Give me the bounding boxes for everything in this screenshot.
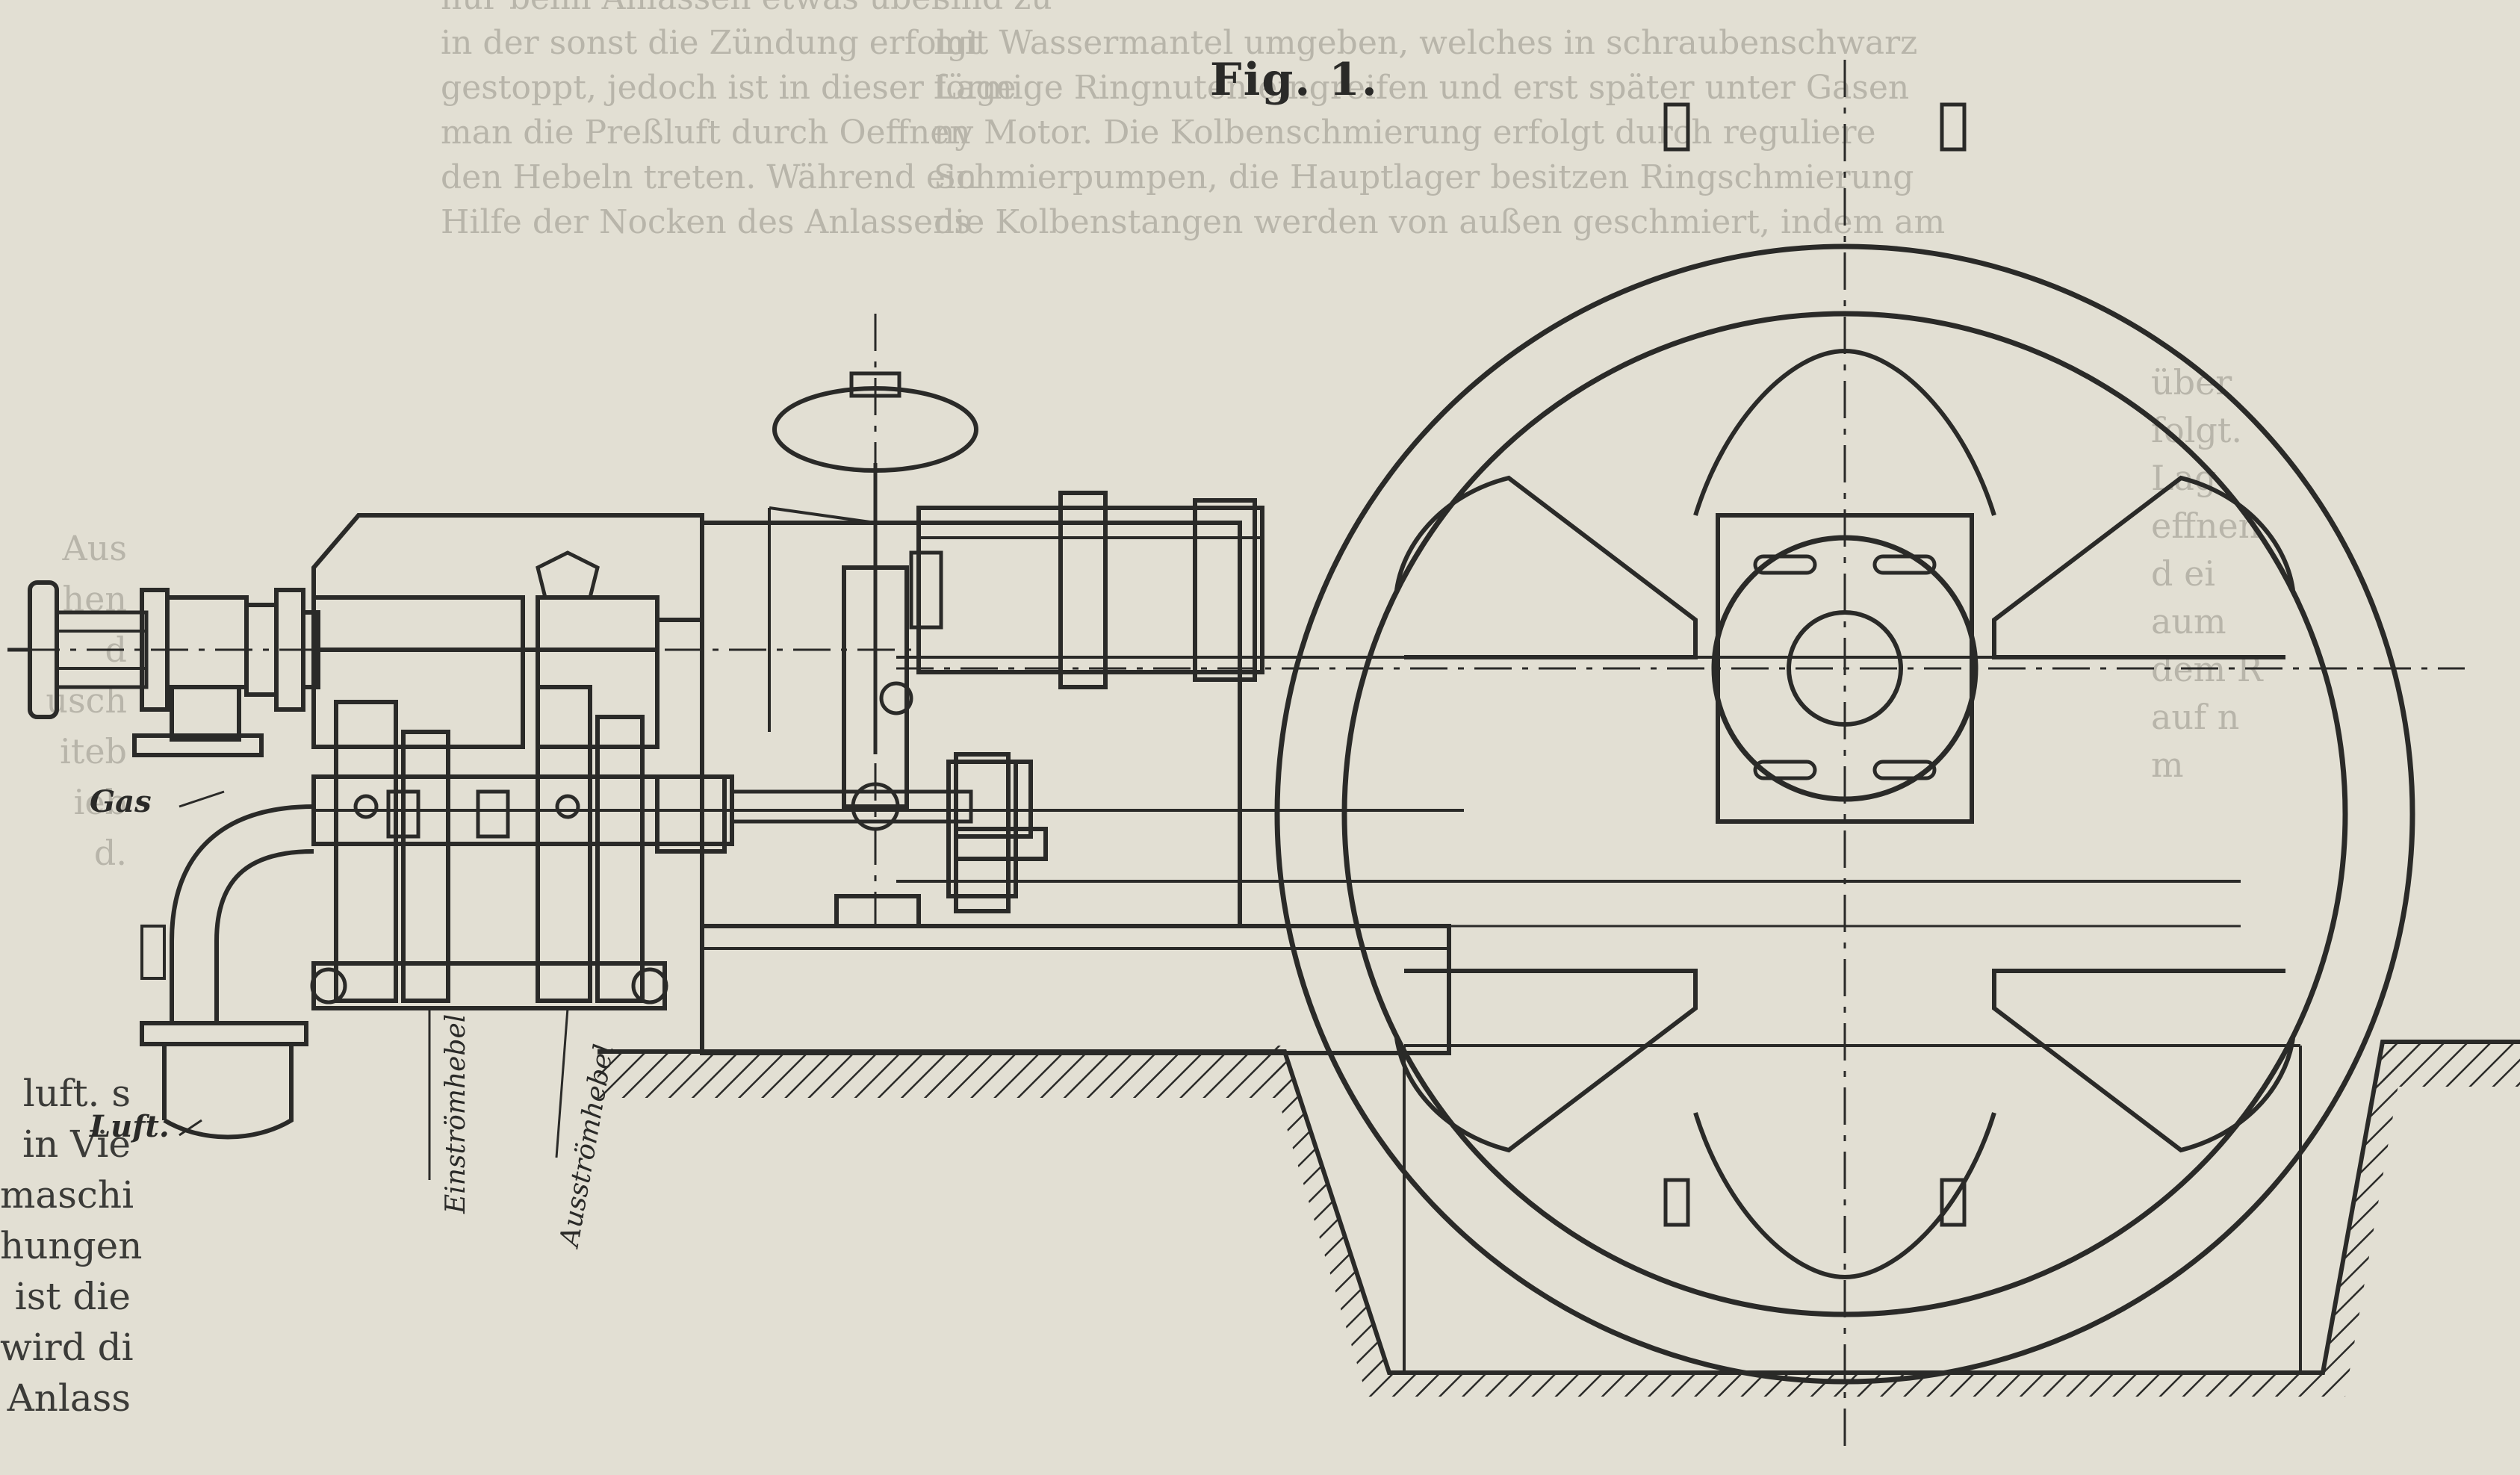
layshaft-bearing-right xyxy=(954,827,1048,861)
cylinder-housing xyxy=(916,491,1264,689)
governor-column xyxy=(842,565,909,809)
bleed-line: ist die xyxy=(14,1275,131,1318)
bleed-line: Aus xyxy=(62,528,127,568)
layshaft xyxy=(730,681,1048,913)
gear-pillar xyxy=(334,700,398,1003)
engine-bed xyxy=(700,521,2241,1055)
flywheel-spoke xyxy=(1693,1112,1996,1280)
hub-slot xyxy=(1753,554,1817,575)
rim-clamp xyxy=(1663,1178,1690,1227)
cylinder-flange-end xyxy=(1193,498,1257,682)
engine-head xyxy=(311,513,704,749)
label-einstroemhebel: Einströmhebel xyxy=(441,1013,471,1214)
cam-housing-small xyxy=(386,789,420,839)
governor-link xyxy=(769,506,876,524)
bed-base xyxy=(700,924,1451,1055)
label-luft: Luft. xyxy=(90,1109,170,1144)
cylinder-body xyxy=(916,506,1264,674)
foundation-hatch-bottom xyxy=(1262,1046,2405,1397)
rim-clamp xyxy=(1940,102,1967,152)
bleed-line: iteb xyxy=(60,731,127,771)
air-pipe xyxy=(140,804,314,1140)
bleed-line: in Vie xyxy=(22,1122,131,1166)
cam-housing xyxy=(655,774,727,854)
hub-slot xyxy=(1753,760,1817,780)
gas-inlet-assembly xyxy=(7,580,320,757)
bleed-line: aum xyxy=(2151,601,2226,642)
valve-cap xyxy=(536,550,600,600)
gear-pillar xyxy=(595,715,645,1003)
foundation-hatch-left xyxy=(598,1053,1285,1098)
bleed-line: auf n xyxy=(2151,697,2240,737)
bleed-line: Anlass xyxy=(7,1376,131,1420)
rocker-bolt xyxy=(631,967,668,1004)
flywheel-icon xyxy=(896,60,2465,1449)
head-top-outline xyxy=(311,513,704,652)
figure-caption: Fig. 1. xyxy=(1210,54,1379,106)
bleed-line: d ei xyxy=(2151,553,2216,594)
bleed-line: über xyxy=(2151,362,2232,403)
layshaft-bearing xyxy=(954,752,1011,913)
main-frame xyxy=(700,521,1242,928)
pedestal-bearing xyxy=(954,760,1033,839)
hub-slot xyxy=(1872,554,1937,575)
label-gas: Gas xyxy=(90,784,152,819)
cam-pin xyxy=(555,794,580,819)
valve-gear xyxy=(310,685,1464,1010)
air-lever xyxy=(140,925,166,980)
gas-flange-lower xyxy=(132,733,264,757)
air-pipe-outline xyxy=(170,804,314,1023)
bleed-line: wird di xyxy=(0,1326,134,1369)
bleed-line: m xyxy=(2151,745,2184,785)
cam-housing-small xyxy=(476,789,510,839)
bleed-line: maschi xyxy=(0,1173,134,1217)
rocker-bolt xyxy=(310,967,347,1004)
flywheel-spoke xyxy=(1992,475,2295,659)
air-pipe-bottom xyxy=(162,1044,294,1140)
governor-lubricator xyxy=(909,550,943,630)
bleed-left-column-lower: luft. s in Vie maschi hungen ist die wir… xyxy=(0,1068,143,1423)
bleed-line: sind zu xyxy=(934,0,1718,21)
ausstroem-leader xyxy=(555,1007,569,1158)
governor-foot xyxy=(834,894,921,928)
air-pipe-flange xyxy=(140,1021,308,1046)
bleed-line: nur beim Anlassen etwas über xyxy=(441,0,946,21)
rim-clamp xyxy=(1940,1178,1967,1227)
flywheel-spoke xyxy=(1394,969,1698,1153)
cylinder-flange-right xyxy=(1058,491,1108,689)
rim-clamp xyxy=(1663,102,1690,152)
cam-pin xyxy=(353,794,379,819)
gas-elbow-upper xyxy=(167,595,249,742)
foundation-pit xyxy=(1403,1044,2302,1373)
head-block xyxy=(311,595,525,749)
flywheel-spoke xyxy=(1394,475,1698,659)
hub-slot xyxy=(1872,760,1937,780)
luft-leader xyxy=(179,1119,202,1137)
foundation-hatch-right xyxy=(2383,1042,2520,1087)
bleed-line: luft. s xyxy=(22,1072,131,1115)
foundation xyxy=(598,1040,2520,1397)
flywheel-spoke xyxy=(1992,969,2295,1153)
layshaft-rod xyxy=(730,789,973,824)
gas-leader xyxy=(179,790,225,808)
bleed-line: hungen xyxy=(0,1224,143,1267)
bleed-line: ieb xyxy=(73,782,127,822)
gear-pillar xyxy=(401,730,450,1003)
bleed-line: d. xyxy=(93,833,127,873)
bearing-nut xyxy=(879,681,913,715)
